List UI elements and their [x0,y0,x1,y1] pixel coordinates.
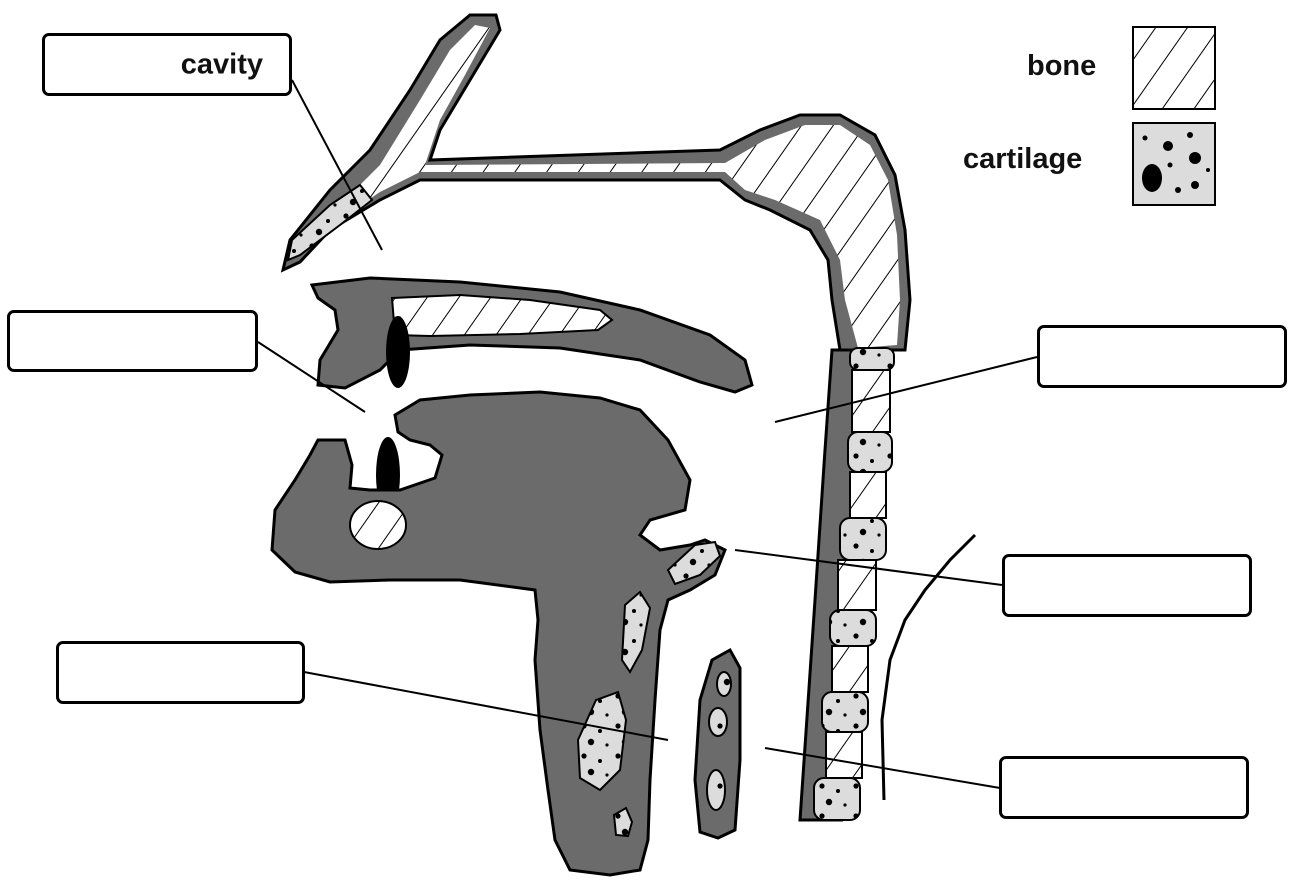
legend-cartilage-swatch [1133,123,1215,205]
label-box-pharynx[interactable] [1037,325,1287,388]
vertebra-bone-2 [850,472,886,518]
vertebra-cartilage-2 [848,432,892,472]
label-box-hyoid[interactable] [1002,554,1252,617]
larynx-cartilage-1 [717,672,731,696]
vertebra-cartilage-1 [850,348,894,370]
jaw-bone-hatch [350,501,406,549]
vertebra-cartilage-3 [840,518,886,560]
legend-bone-label: bone [1027,50,1096,83]
vertebra-bone-5 [826,732,862,778]
legend-bone-swatch [1133,27,1215,109]
label-box-mouth[interactable] [7,310,258,372]
larynx-cartilage-3 [707,770,725,810]
vertebra-bone-4 [832,646,868,692]
vertebra-cartilage-5 [822,692,868,732]
vertebra-cartilage-6 [814,778,860,820]
tongue-and-jaw [272,392,725,875]
larynx-cartilage-2 [709,708,727,736]
label-box-trachea[interactable] [999,756,1249,819]
upper-palate-outer [312,278,752,392]
label-box-epiglottis[interactable] [56,641,305,704]
legend-cartilage-label: cartilage [963,143,1082,176]
vertebra-cartilage-4 [830,610,876,646]
upper-tooth [386,316,410,388]
label-box-cavity[interactable]: cavity [42,33,292,96]
label-text-cavity: cavity [181,48,263,81]
leader-line-pharynx [775,357,1037,422]
